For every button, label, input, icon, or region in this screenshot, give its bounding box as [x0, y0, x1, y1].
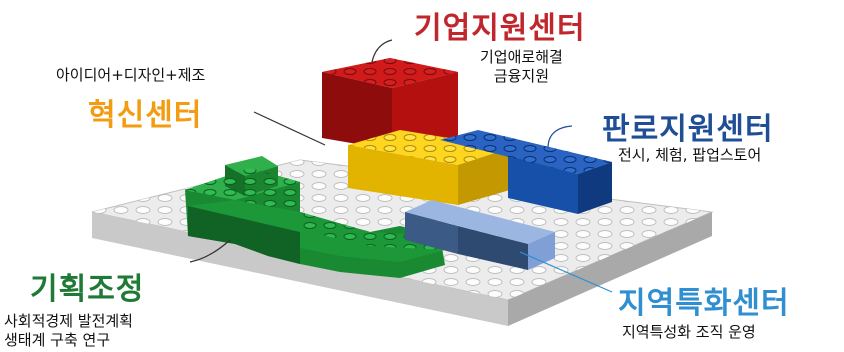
planning-desc: 사회적경제 발전계획 생태계 구축 연구 [4, 312, 133, 350]
regional-center-desc: 지역특성화 조직 운영 [622, 323, 756, 341]
blue-brick [440, 130, 612, 214]
planning-title: 기획조정 [30, 272, 145, 307]
regional-center-title: 지역특화센터 [618, 286, 790, 321]
enterprise-center-desc: 기업애로해결 금융지원 [480, 48, 563, 86]
innovation-center-desc: 아이디어+디자인+제조 [56, 66, 206, 84]
sales-center-title: 판로지원센터 [602, 112, 774, 147]
green-brick [185, 156, 445, 278]
red-brick [322, 58, 458, 150]
lightblue-brick [405, 200, 555, 270]
enterprise-desc-line1: 기업애로해결 [480, 48, 563, 66]
sales-center-desc: 전시, 체험, 팝업스토어 [618, 146, 762, 164]
yellow-brick [348, 130, 510, 205]
innovation-center-title: 혁신센터 [88, 98, 203, 133]
connector-lines [189, 39, 613, 293]
planning-desc-line2: 생태계 구축 연구 [4, 331, 111, 349]
enterprise-desc-line2: 금융지원 [493, 67, 549, 85]
planning-desc-line1: 사회적경제 발전계획 [4, 312, 133, 330]
enterprise-center-title: 기업지원센터 [414, 11, 586, 46]
